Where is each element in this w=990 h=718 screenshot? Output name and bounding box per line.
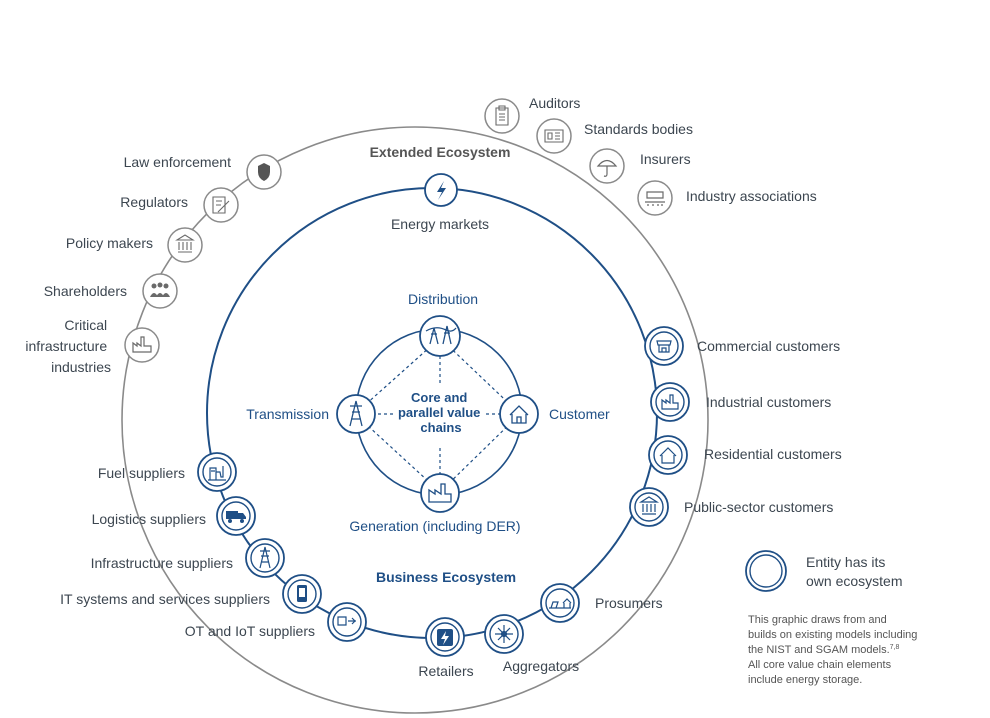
core-title: Core and parallel value chains — [398, 390, 484, 435]
node-public-sector-customers[interactable]: Public-sector customers — [629, 487, 833, 527]
conference-table-icon — [645, 191, 665, 206]
solar-house-icon — [549, 598, 572, 609]
node-fuel-suppliers[interactable]: Fuel suppliers — [98, 452, 237, 492]
ot-iot-suppliers-label: OT and IoT suppliers — [185, 623, 315, 639]
customer-label: Customer — [549, 406, 610, 422]
critical-infrastructure-label: Critical infrastructure industries — [25, 317, 111, 375]
node-industrial-customers[interactable]: Industrial customers — [650, 382, 831, 422]
node-standards-bodies[interactable]: Standards bodies — [536, 118, 693, 154]
transmission-label: Transmission — [246, 406, 329, 422]
lightning-icon — [437, 181, 446, 200]
generation-label: Generation (including DER) — [349, 518, 520, 534]
core-node-customer[interactable]: Customer — [499, 394, 610, 434]
insurers-label: Insurers — [640, 151, 691, 167]
node-logistics-suppliers[interactable]: Logistics suppliers — [92, 496, 256, 536]
shareholders-label: Shareholders — [44, 283, 127, 299]
node-ot-iot-suppliers[interactable]: OT and IoT suppliers — [185, 602, 367, 642]
node-it-systems-suppliers[interactable]: IT systems and services suppliers — [60, 574, 322, 614]
industrial-customers-label: Industrial customers — [706, 394, 831, 410]
it-systems-suppliers-label: IT systems and services suppliers — [60, 591, 270, 607]
node-insurers[interactable]: Insurers — [589, 148, 691, 184]
commercial-customers-label: Commercial customers — [697, 338, 840, 354]
legend-note: This graphic draws from and builds on ex… — [748, 614, 920, 686]
pylon-icon — [349, 400, 363, 427]
network-icon — [495, 625, 513, 643]
legend-double-circle-icon — [745, 550, 787, 592]
government-building-icon — [175, 234, 195, 253]
business-ecosystem-title: Business Ecosystem — [376, 569, 516, 585]
power-lines-icon — [425, 325, 457, 345]
mobile-device-icon — [297, 585, 307, 602]
legend: Entity has its own ecosystem This graphi… — [745, 550, 920, 686]
node-industry-associations[interactable]: Industry associations — [637, 180, 817, 216]
factory-icon — [661, 394, 679, 410]
node-policy-makers[interactable]: Policy makers — [66, 227, 203, 263]
node-infrastructure-suppliers[interactable]: Infrastructure suppliers — [91, 538, 285, 578]
aggregators-label: Aggregators — [503, 658, 579, 674]
legend-label: Entity has its own ecosystem — [806, 554, 902, 589]
power-plant-icon — [428, 483, 452, 503]
regulators-label: Regulators — [120, 194, 188, 210]
fuel-pump-icon — [208, 466, 226, 481]
node-commercial-customers[interactable]: Commercial customers — [644, 326, 840, 366]
extended-ecosystem-ring — [121, 126, 709, 714]
node-critical-infrastructure[interactable]: Critical infrastructure industries — [25, 317, 160, 375]
industry-associations-label: Industry associations — [686, 188, 817, 204]
core-node-distribution[interactable]: Distribution — [408, 291, 478, 357]
standards-bodies-label: Standards bodies — [584, 121, 693, 137]
policy-makers-label: Policy makers — [66, 235, 153, 251]
distribution-label: Distribution — [408, 291, 478, 307]
node-law-enforcement[interactable]: Law enforcement — [124, 154, 282, 190]
energy-markets-label: Energy markets — [391, 216, 489, 232]
storefront-icon — [656, 340, 672, 353]
law-enforcement-label: Law enforcement — [124, 154, 232, 170]
truck-icon — [226, 511, 246, 523]
node-regulators[interactable]: Regulators — [120, 187, 239, 223]
extended-ecosystem-title: Extended Ecosystem — [370, 144, 511, 160]
house-icon — [509, 405, 529, 424]
node-auditors[interactable]: Auditors — [484, 95, 580, 134]
pylon-icon — [259, 546, 271, 569]
node-shareholders[interactable]: Shareholders — [44, 273, 178, 309]
clipboard-icon — [495, 105, 509, 126]
government-building-icon — [638, 496, 660, 515]
node-retailers[interactable]: Retailers — [418, 617, 474, 679]
pencil-document-icon — [212, 196, 230, 214]
people-group-icon — [150, 282, 170, 297]
node-energy-markets[interactable]: Energy markets — [391, 173, 489, 232]
retailers-label: Retailers — [418, 663, 473, 679]
core-node-transmission[interactable]: Transmission — [246, 394, 376, 434]
document-icon — [544, 129, 564, 143]
prosumers-label: Prosumers — [595, 595, 663, 611]
logistics-suppliers-label: Logistics suppliers — [92, 511, 206, 527]
umbrella-icon — [596, 159, 618, 177]
factory-icon — [132, 336, 152, 353]
core-node-generation[interactable]: Generation (including DER) — [349, 473, 521, 534]
infrastructure-suppliers-label: Infrastructure suppliers — [91, 555, 233, 571]
node-prosumers[interactable]: Prosumers — [540, 583, 663, 623]
public-sector-customers-label: Public-sector customers — [684, 499, 833, 515]
node-aggregators[interactable]: Aggregators — [484, 614, 579, 674]
residential-customers-label: Residential customers — [704, 446, 842, 462]
node-residential-customers[interactable]: Residential customers — [648, 435, 842, 475]
sensor-icon — [337, 616, 356, 626]
shield-icon — [258, 163, 270, 181]
fuel-suppliers-label: Fuel suppliers — [98, 465, 185, 481]
auditors-label: Auditors — [529, 95, 580, 111]
battery-icon — [437, 629, 453, 646]
house-icon — [659, 447, 677, 464]
